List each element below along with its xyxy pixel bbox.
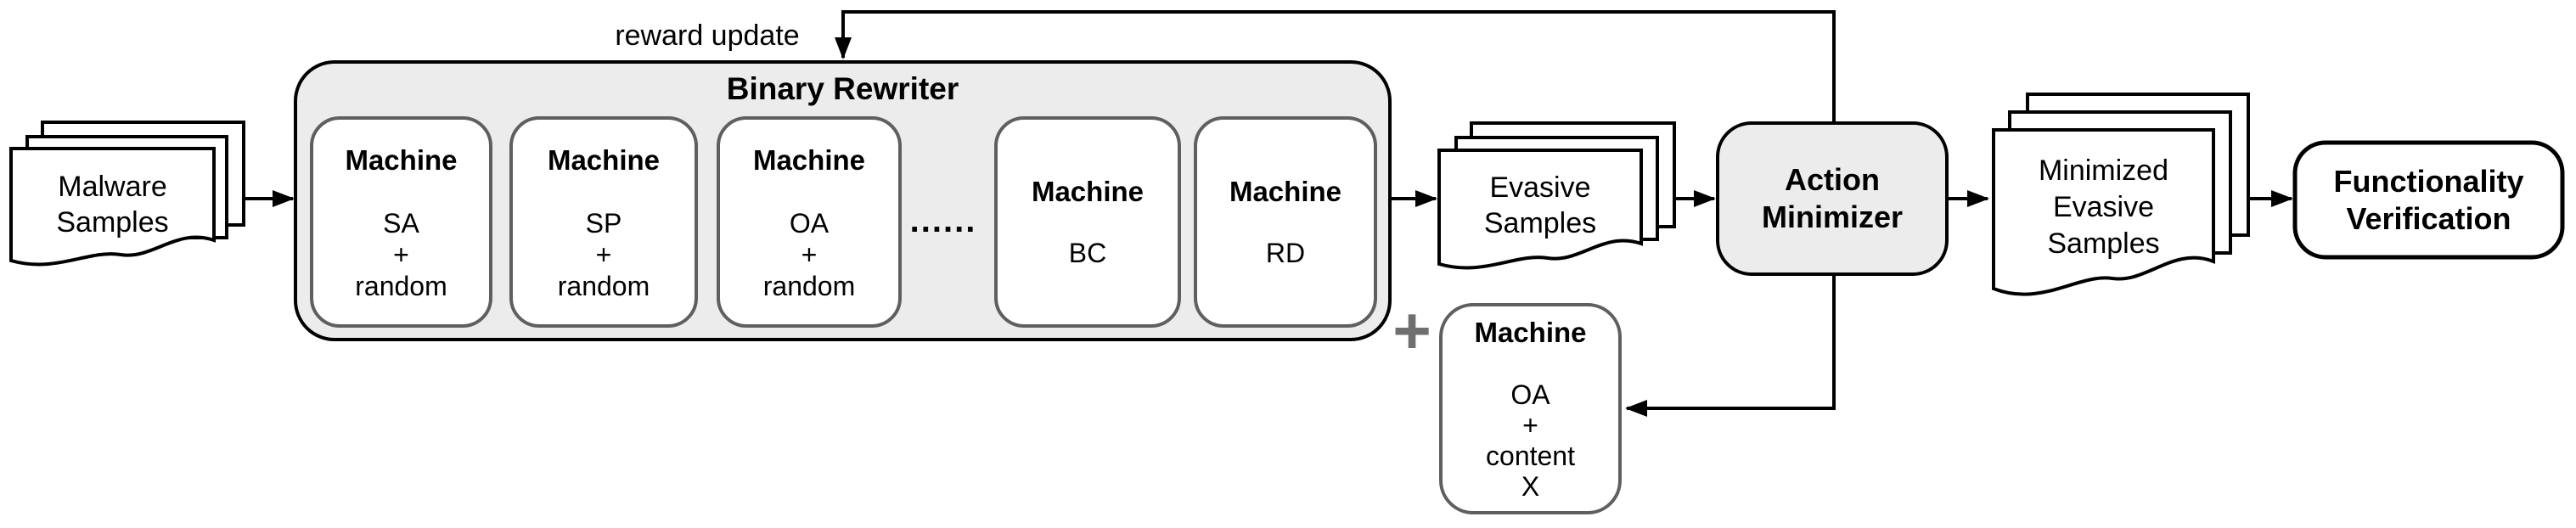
machine-rd-box xyxy=(1194,116,1377,328)
machines-ellipsis: ...... xyxy=(909,202,977,239)
minimized-evasive-samples-page xyxy=(1992,128,2215,296)
machine-oa-content-header: Machine xyxy=(1474,317,1587,348)
reward-update-feedback-line xyxy=(835,10,1836,123)
action-minimizer-line2: Minimizer xyxy=(1761,199,1904,234)
evasive-samples-line1: Evasive xyxy=(1489,171,1591,204)
functionality-verification-line2: Verification xyxy=(2346,200,2511,236)
functionality-verification-line1: Functionality xyxy=(2333,163,2524,199)
plus-icon: + xyxy=(1392,292,1431,368)
malware-samples-line2: Samples xyxy=(56,206,169,239)
machine-sa-line3: random xyxy=(355,271,447,301)
minimized-evasive-samples-stack xyxy=(1992,93,2250,296)
machine-sa-box xyxy=(310,116,492,328)
machine-oa-line1: OA xyxy=(789,208,830,239)
machine-oa-box xyxy=(717,116,902,328)
machine-oa-line3: random xyxy=(762,271,856,301)
machine-oa-header: Machine xyxy=(752,144,866,176)
machine-rd-value: RD xyxy=(1265,237,1306,268)
machine-bc-header: Machine xyxy=(1031,176,1145,207)
malware-samples-page xyxy=(9,147,216,267)
machine-oa-content-line3: content xyxy=(1486,441,1575,471)
reward-update-label: reward update xyxy=(615,19,800,52)
machine-rd-header: Machine xyxy=(1229,176,1342,207)
machine-sp-line1: SP xyxy=(585,208,622,239)
machine-oa-content-lines: OA + content X xyxy=(1441,379,1620,502)
machine-oa-content-line4: X xyxy=(1521,471,1540,502)
minimized-evasive-line3: Samples xyxy=(2047,227,2160,260)
machine-oa-content-line2: + xyxy=(1522,410,1538,441)
minimized-evasive-line1: Minimized xyxy=(2038,154,2169,187)
evasive-samples-label: Evasive Samples xyxy=(1439,153,1641,258)
binary-rewriter-title: Binary Rewriter xyxy=(726,71,959,106)
machine-oa-content-line1: OA xyxy=(1510,379,1550,410)
malware-samples-line1: Malware xyxy=(58,171,167,203)
machine-sp-header: Machine xyxy=(547,144,661,176)
functionality-verification-label: Functionality Verification xyxy=(2295,143,2562,257)
machine-sa-header: Machine xyxy=(345,144,458,176)
malware-samples-stack xyxy=(9,121,245,267)
machine-oa-content-box xyxy=(1439,303,1622,514)
machine-sa-line2: + xyxy=(393,239,409,270)
machine-oa-line2: + xyxy=(801,239,818,270)
minimized-evasive-samples-label: Minimized Evasive Samples xyxy=(1994,134,2213,280)
evasive-samples-page xyxy=(1437,149,1643,270)
minimizer-to-machine-oa-content-line xyxy=(1625,274,1836,417)
action-minimizer-label: Action Minimizer xyxy=(1718,123,1947,274)
machine-sp-line2: + xyxy=(595,239,612,270)
machine-sp-lines: SP + random xyxy=(511,208,696,302)
machine-oa-lines: OA + random xyxy=(718,208,900,302)
machine-sa-line1: SA xyxy=(383,208,419,239)
functionality-verification-box xyxy=(2292,140,2565,260)
evasive-samples-stack xyxy=(1437,121,1676,270)
machine-sa-lines: SA + random xyxy=(312,208,491,302)
machine-bc-value: BC xyxy=(1068,237,1107,268)
machine-sp-line3: random xyxy=(557,271,650,301)
malware-samples-label: Malware Samples xyxy=(11,151,214,258)
evasive-samples-line2: Samples xyxy=(1483,207,1597,239)
minimized-evasive-line2: Evasive xyxy=(2052,190,2155,223)
action-minimizer-line1: Action xyxy=(1785,162,1880,197)
machine-bc-box xyxy=(994,116,1181,328)
machine-sp-box xyxy=(509,116,698,328)
